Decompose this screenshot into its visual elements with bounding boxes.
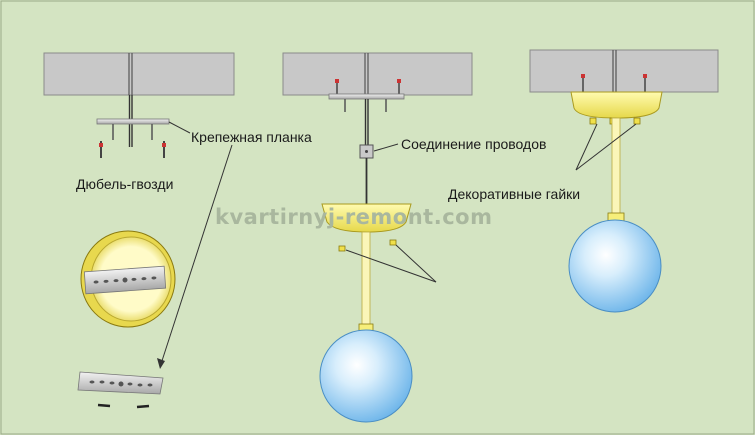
step3-canopy: [570, 91, 663, 119]
nut-left: [338, 245, 346, 252]
label-wire-connection: Соединение проводов: [401, 136, 547, 152]
canopy-ring: [80, 230, 176, 328]
plate-leader-1: [168, 121, 191, 134]
step1-dowel-nails: [99, 141, 166, 158]
label-mounting-plate: Крепежная планка: [191, 129, 312, 145]
step3-nut-right: [633, 117, 641, 125]
nut-right: [389, 239, 397, 246]
step2-wires: [364, 99, 369, 145]
step3-globe: [568, 219, 662, 313]
nut-leader-4: [575, 123, 637, 171]
connector-leader: [373, 143, 399, 152]
arrowhead: [157, 358, 165, 369]
label-decorative-nuts: Декоративные гайки: [448, 186, 581, 202]
step1-ceiling: [43, 52, 235, 96]
nut-leader-1: [345, 249, 437, 283]
step2-mounting-plate: [328, 93, 405, 112]
loose-mounting-plate: [77, 371, 164, 409]
step2-ceiling: [282, 52, 473, 96]
nut-leader-3: [575, 123, 598, 171]
step2-rod: [358, 231, 374, 334]
step3-nut-left: [589, 117, 597, 125]
step2-globe: [319, 329, 413, 423]
step1-mounting-plate: [96, 118, 170, 140]
plate-leader-2: [159, 144, 233, 368]
watermark: kvartirnyj-remont.com: [215, 205, 493, 229]
step3-ceiling: [529, 49, 719, 93]
nut-leader-2: [395, 244, 437, 283]
label-dowel-nails: Дюбель-гвозди: [76, 176, 174, 192]
wire-connector: [359, 144, 374, 159]
step3-rod: [607, 117, 625, 224]
